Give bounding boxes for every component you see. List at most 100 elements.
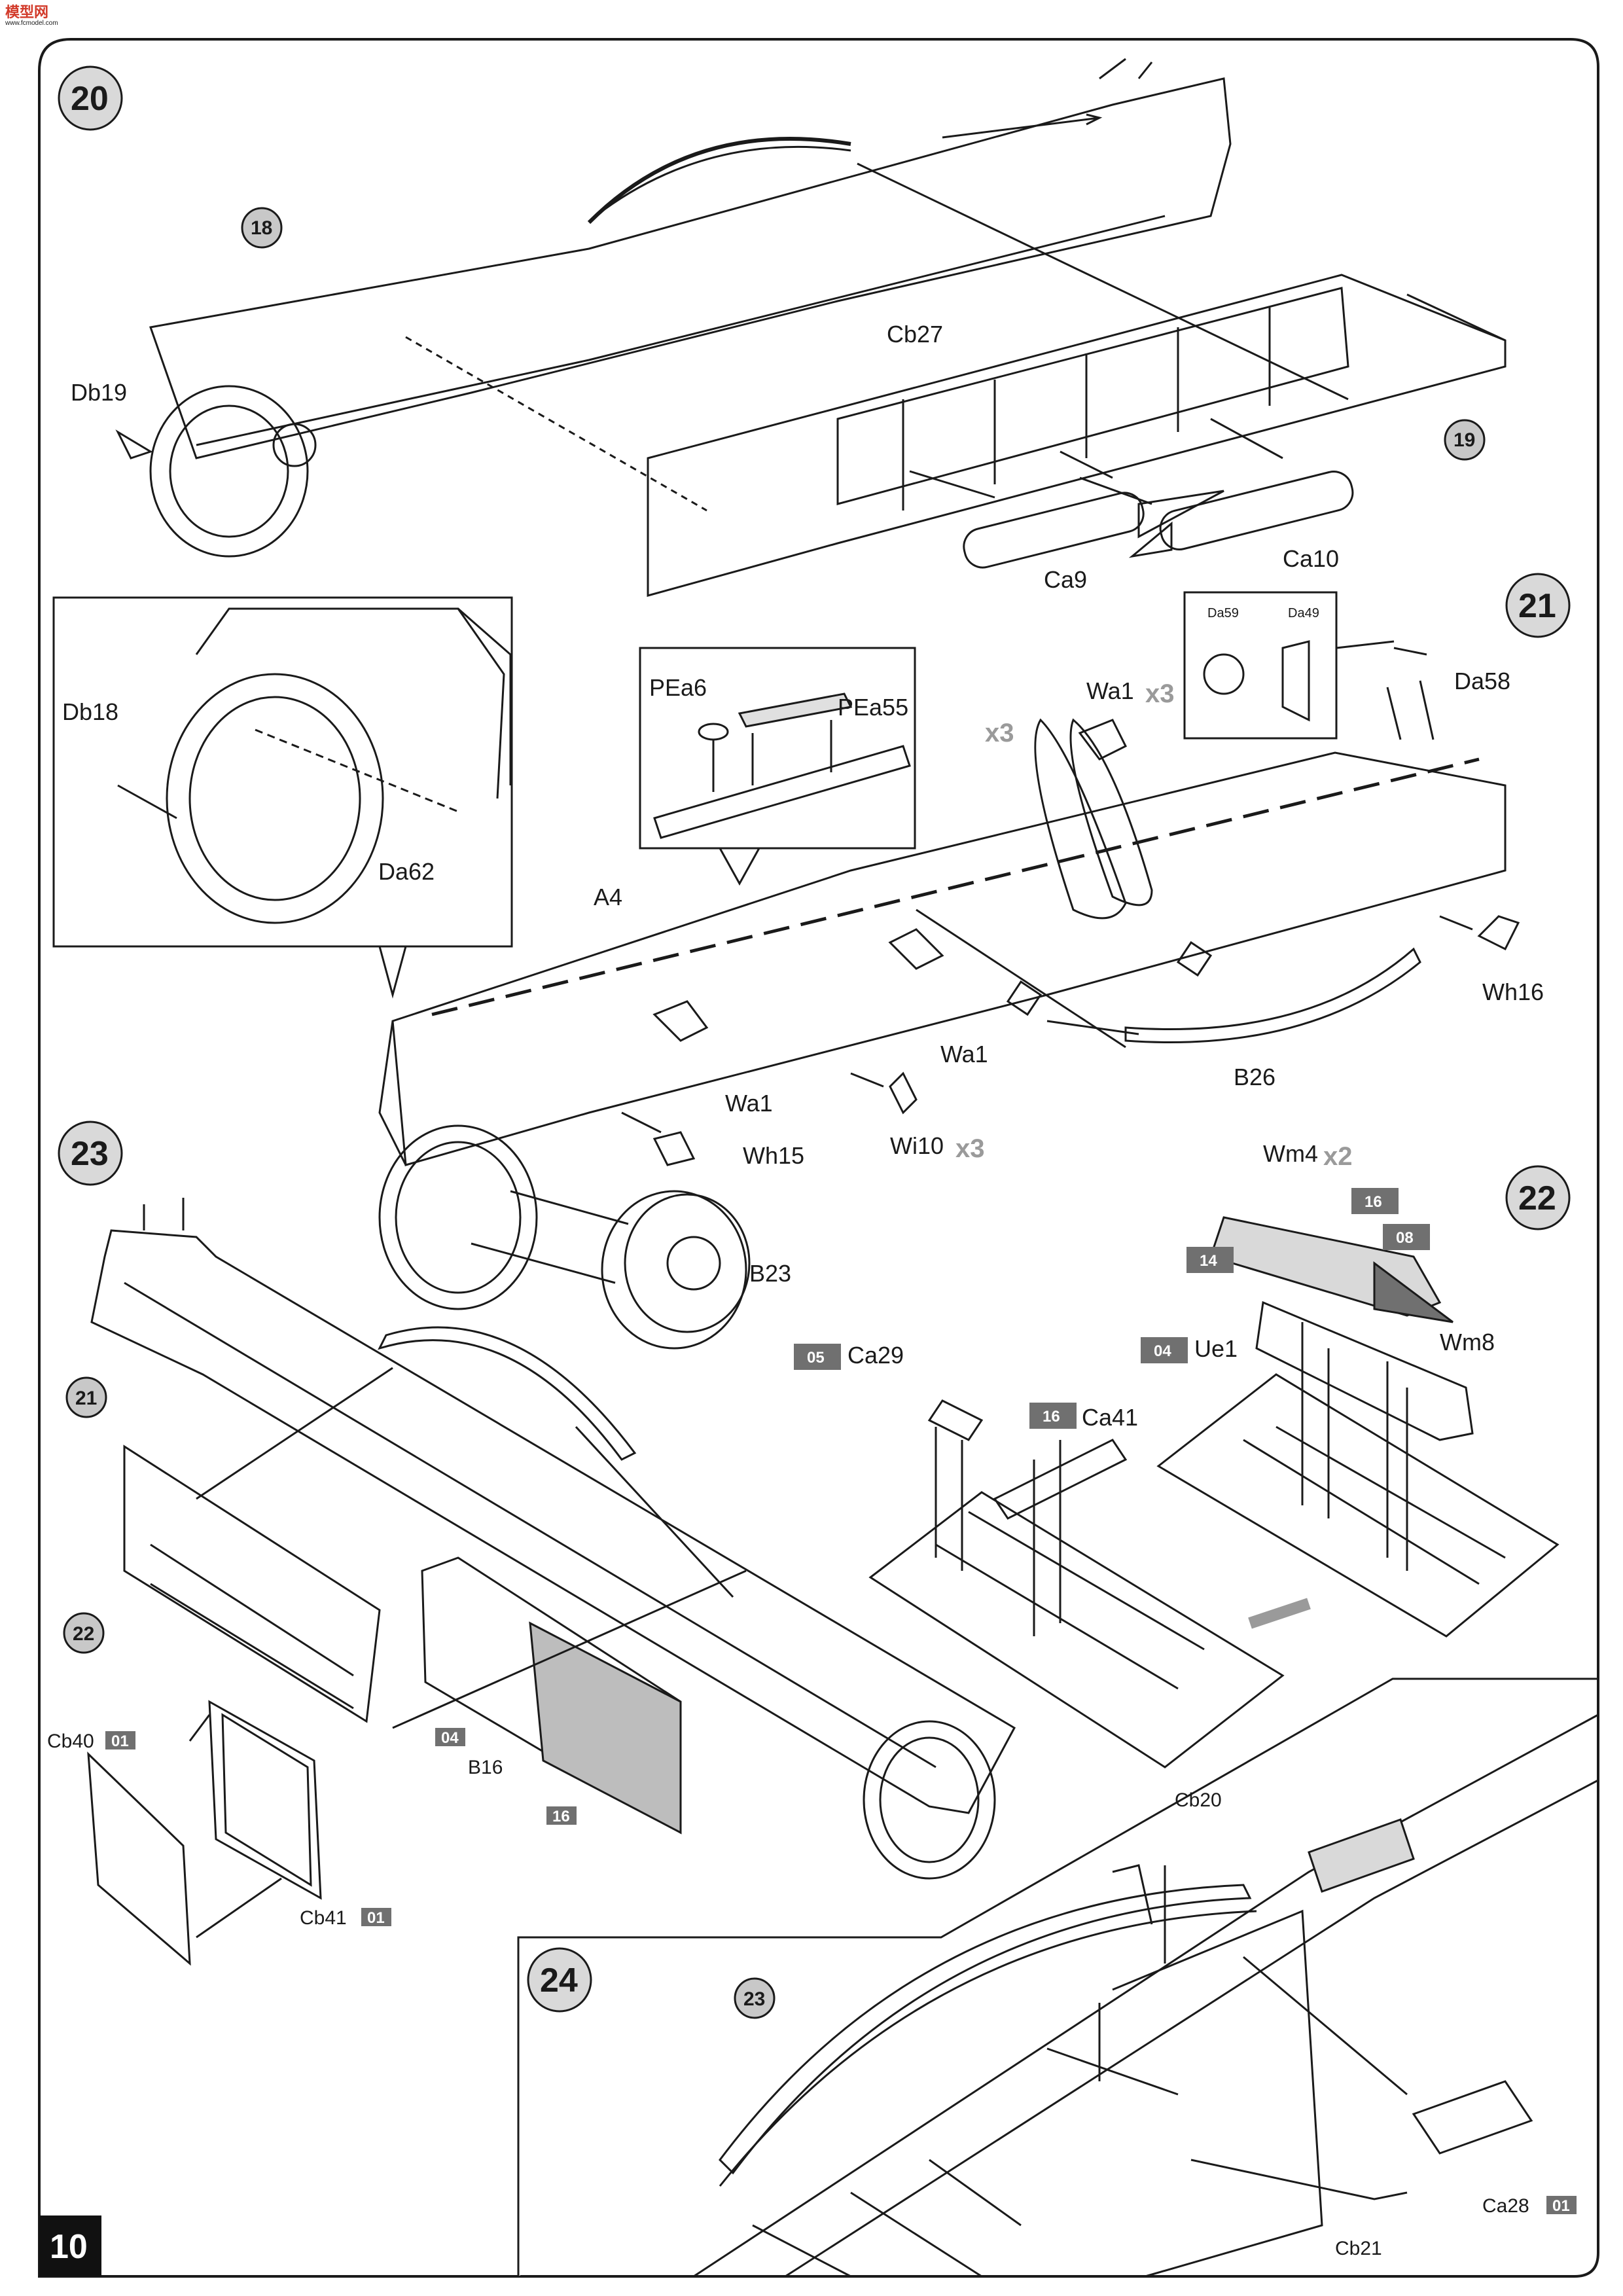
part-label-da58: Da58 xyxy=(1454,668,1510,694)
part-label-ca10: Ca10 xyxy=(1283,545,1339,572)
callout-22-label: 22 xyxy=(73,1623,94,1645)
tag-04-label: 04 xyxy=(1154,1342,1171,1360)
page-number-block: 10 xyxy=(39,2215,101,2276)
part-label-da62: Da62 xyxy=(378,858,435,885)
part-label-ca41: Ca41 xyxy=(1082,1404,1138,1431)
tag-04-label: 04 xyxy=(441,1729,459,1747)
part-label-cb27: Cb27 xyxy=(887,321,943,348)
step-22-text: 22 Wm4 x2 Wm8 Ue1 Ca29 Ca41 16 08 14 04 … xyxy=(807,1140,1556,1431)
tag-08-label: 08 xyxy=(1396,1229,1414,1247)
step-24 xyxy=(517,1677,1599,2278)
part-label-cb20: Cb20 xyxy=(1175,1789,1222,1811)
tag-14 xyxy=(1186,1247,1234,1273)
part-label-ue1: Ue1 xyxy=(1194,1335,1238,1362)
part-label-ca29: Ca29 xyxy=(847,1342,904,1369)
projectile-ca10 xyxy=(1128,471,1354,558)
step-number: 21 xyxy=(1518,587,1556,625)
projectile-ca9 xyxy=(963,490,1224,569)
part-label-wh15: Wh15 xyxy=(743,1142,804,1169)
tag-ca28-label: 01 xyxy=(1552,2197,1570,2215)
part-label-pea55: PEa55 xyxy=(838,694,908,721)
tag-05-label: 05 xyxy=(807,1349,825,1367)
step-23 xyxy=(58,1121,1016,1966)
tag-04 xyxy=(1141,1337,1188,1363)
part-label-wa1-mid: Wa1 xyxy=(940,1041,988,1067)
part-label-wa1-left: Wa1 xyxy=(725,1090,773,1117)
step-20-text: 20 18 19 Db19 Cb27 Ca9 Ca10 xyxy=(71,80,1475,593)
callout-21-label: 21 xyxy=(75,1388,97,1409)
tag-16b-label: 16 xyxy=(1043,1408,1060,1426)
step-number-badge xyxy=(58,65,123,131)
callout-19-label: 19 xyxy=(1454,429,1475,451)
step-23-text: 23 21 22 Cb40 01 Cb41 01 B16 04 16 xyxy=(47,1135,570,1929)
tag-ca28 xyxy=(1546,2196,1577,2214)
part-label-wh16: Wh16 xyxy=(1482,978,1544,1005)
part-panel-16 xyxy=(529,1621,682,1835)
tag-cb41-label: 01 xyxy=(367,1909,385,1927)
step-number-badge xyxy=(58,1121,123,1186)
part-label-cb41: Cb41 xyxy=(300,1907,347,1929)
callout-22 xyxy=(63,1612,105,1654)
part-label-wm4: Wm4 xyxy=(1263,1140,1318,1167)
step-number-badge xyxy=(1505,1165,1571,1230)
part-label-ca28: Ca28 xyxy=(1482,2195,1529,2217)
part-label-wa1-top: Wa1 xyxy=(1086,677,1134,704)
part-label-db19: Db19 xyxy=(71,379,127,406)
part-label-db18: Db18 xyxy=(62,698,118,725)
part-label-ca9: Ca9 xyxy=(1044,566,1087,593)
page-frame xyxy=(38,38,1599,2278)
part-label-a4: A4 xyxy=(594,884,622,910)
brand-url: www.fcmodel.com xyxy=(5,20,58,27)
tag-08 xyxy=(1383,1224,1430,1250)
step-number-badge xyxy=(1505,573,1571,638)
part-label-b23: B23 xyxy=(749,1260,791,1287)
qty-left: x3 xyxy=(985,719,1014,747)
callout-23 xyxy=(734,1977,776,2019)
tag-14-label: 14 xyxy=(1200,1252,1217,1270)
step-20 xyxy=(58,58,1507,597)
detail-inset-rear xyxy=(52,596,513,948)
qty-wa1: x3 xyxy=(1145,679,1175,708)
tag-05 xyxy=(794,1344,841,1370)
callout-23-label: 23 xyxy=(743,1988,765,2010)
part-label-da49: Da49 xyxy=(1288,606,1319,620)
part-label-da59: Da59 xyxy=(1207,606,1239,620)
step-21-text: 21 Db18 Da62 PEa6 PEa55 A4 Wa1 x3 x3 Wa1… xyxy=(62,587,1556,1287)
part-drum-b23 xyxy=(601,1190,747,1350)
tag-04 xyxy=(435,1728,465,1746)
tag-16b xyxy=(1029,1403,1077,1429)
tag-16-label: 16 xyxy=(552,1808,570,1825)
step-number: 20 xyxy=(71,80,109,118)
part-label-cb21: Cb21 xyxy=(1335,2238,1382,2259)
part-label-wm8: Wm8 xyxy=(1440,1329,1495,1355)
part-label-wi10: Wi10 xyxy=(890,1132,944,1159)
qty-wi10: x3 xyxy=(955,1134,985,1163)
callout-21 xyxy=(65,1376,107,1418)
part-label-pea6: PEa6 xyxy=(649,674,707,701)
tag-cb40 xyxy=(105,1731,135,1749)
brand-logo-text: 模型网 xyxy=(5,5,48,21)
detail-inset-da xyxy=(1183,591,1338,740)
step-number: 22 xyxy=(1518,1179,1556,1217)
part-label-b16: B16 xyxy=(468,1757,503,1778)
qty-wm4: x2 xyxy=(1323,1142,1353,1171)
step-number-badge xyxy=(527,1947,592,2013)
tag-cb40-label: 01 xyxy=(111,1732,129,1750)
tag-16a xyxy=(1351,1188,1399,1214)
page-number: 10 xyxy=(50,2228,88,2266)
step-24-text: 24 23 Cb20 Cb21 Ca28 01 xyxy=(540,1789,1570,2259)
step-number: 24 xyxy=(540,1962,578,2000)
step-24-frame xyxy=(517,1677,1598,2276)
part-label-b26: B26 xyxy=(1234,1064,1275,1090)
step-number: 23 xyxy=(71,1135,109,1173)
brand-logo: 模型网 www.fcmodel.com xyxy=(5,5,58,27)
step-22 xyxy=(794,1165,1571,1768)
part-label-cb40: Cb40 xyxy=(47,1731,94,1752)
tag-16 xyxy=(546,1806,577,1825)
callout-18-label: 18 xyxy=(251,217,272,239)
callout-18 xyxy=(241,207,283,249)
tag-16a-label: 16 xyxy=(1364,1193,1382,1211)
callout-19 xyxy=(1444,419,1486,461)
detail-inset-pe xyxy=(639,647,916,850)
